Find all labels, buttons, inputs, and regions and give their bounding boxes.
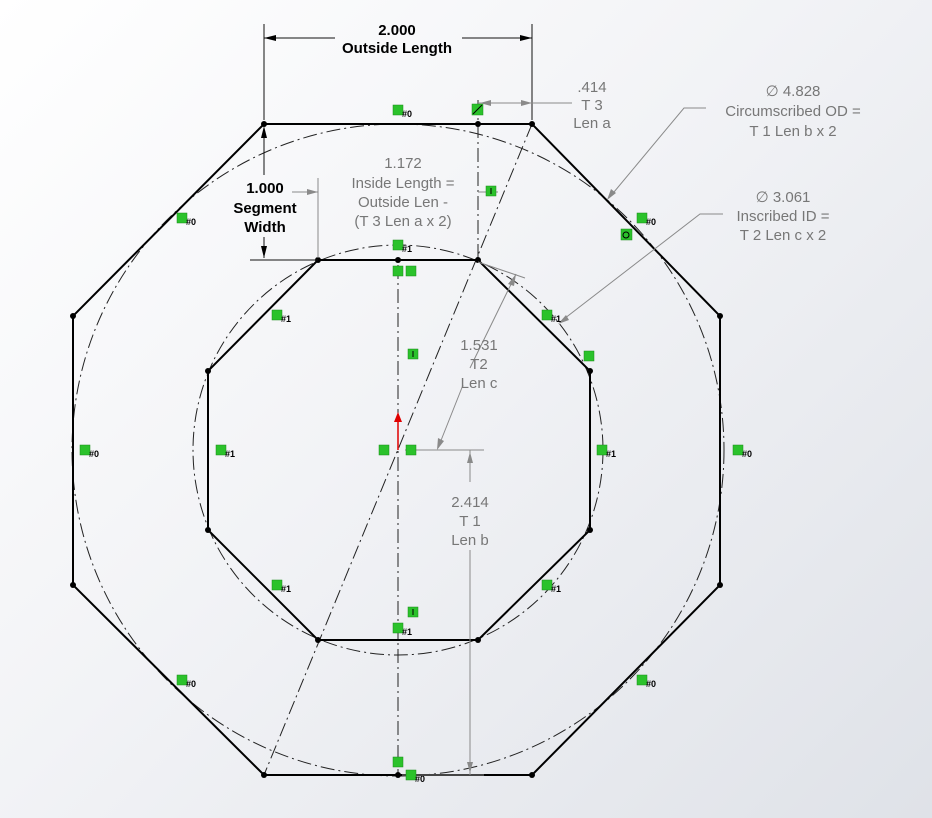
equal-relation-icon[interactable]: #0	[392, 104, 412, 119]
relation-label: #1	[551, 584, 561, 594]
dimension-t2-len-c[interactable]: 1.531 T2 Len c	[437, 261, 526, 450]
relation-label: Segment	[233, 200, 296, 217]
relation-label: 1.172	[384, 155, 422, 172]
relation-label: #0	[89, 449, 99, 459]
equal-relation-icon[interactable]: #0	[176, 212, 196, 227]
equal-relation-icon[interactable]: #1	[215, 444, 235, 459]
equal-relation-icon[interactable]: #1	[392, 239, 412, 254]
equal-relation-icon[interactable]: #0	[636, 674, 656, 689]
equal-relation-icon[interactable]: #1	[541, 309, 561, 324]
relation-label: #1	[281, 584, 291, 594]
relation-label: Len b	[451, 532, 489, 549]
relation-label: #0	[402, 109, 412, 119]
dimension-circumscribed-od[interactable]: ∅ 4.828 Circumscribed OD = T 1 Len b x 2	[607, 83, 861, 200]
relation-label: 2.000	[378, 22, 416, 39]
dimension-inscribed-id[interactable]: ∅ 3.061 Inscribed ID = T 2 Len c x 2	[558, 189, 830, 324]
coincident-relation-icon[interactable]	[471, 103, 484, 116]
relation-label: #0	[186, 679, 196, 689]
relation-markers[interactable]: #0 #0 #0 #0 #0 #0 #0 #0 #1 #1 #1 #1 #1 #…	[79, 103, 752, 784]
relation-label: Len c	[461, 375, 498, 392]
relation-label: #0	[415, 774, 425, 784]
equal-relation-icon[interactable]: #0	[405, 769, 425, 784]
relation-label: 1.531	[460, 337, 498, 354]
relation-label: T 2 Len c x 2	[740, 227, 826, 244]
dimension-inside-length[interactable]: 1.172 Inside Length = Outside Len - (T 3…	[292, 155, 498, 258]
relation-label: ∅ 4.828	[766, 83, 821, 100]
relation-label: #0	[742, 449, 752, 459]
vertical-relation-icon[interactable]	[407, 348, 419, 360]
equal-relation-icon[interactable]: #0	[176, 674, 196, 689]
coincident-relation-icon[interactable]	[583, 350, 595, 362]
relation-label: Outside Length	[342, 40, 452, 57]
relation-label: T 1 Len b x 2	[749, 123, 836, 140]
relation-label: T 3	[581, 97, 602, 114]
relation-label: Inside Length =	[351, 175, 454, 192]
relation-label: T2	[470, 356, 488, 373]
relation-label: 2.414	[451, 494, 489, 511]
relation-label: #1	[606, 449, 616, 459]
relation-label: Len a	[573, 115, 611, 132]
vertical-relation-icon[interactable]	[407, 606, 419, 618]
relation-label: #0	[646, 679, 656, 689]
equal-relation-icon[interactable]: #1	[271, 579, 291, 594]
relation-label: #0	[646, 217, 656, 227]
dimension-segment-width[interactable]: 1.000 Segment Width	[233, 126, 318, 261]
sketch-points[interactable]	[70, 121, 723, 778]
relation-label: #1	[225, 449, 235, 459]
relation-label: #1	[402, 244, 412, 254]
relation-label: Inscribed ID =	[737, 208, 830, 225]
coincident-relation-icon[interactable]	[392, 756, 404, 768]
equal-relation-icon[interactable]: #1	[392, 622, 412, 637]
coincident-relation-icon[interactable]	[392, 265, 417, 277]
relation-label: #0	[186, 217, 196, 227]
diagonal-centerline[interactable]	[263, 123, 533, 776]
relation-label: #1	[281, 314, 291, 324]
equal-relation-icon[interactable]: #1	[596, 444, 616, 459]
vertical-relation-icon[interactable]	[485, 185, 497, 197]
origin-icon	[394, 412, 402, 450]
equal-relation-icon[interactable]: #1	[541, 579, 561, 594]
relation-label: T 1	[459, 513, 480, 530]
tangent-relation-icon[interactable]	[620, 228, 633, 241]
inner-octagon[interactable]	[207, 259, 591, 641]
equal-relation-icon[interactable]: #0	[636, 212, 656, 227]
relation-label: .414	[577, 79, 606, 96]
relation-label: 1.000	[246, 180, 284, 197]
relation-label: (T 3 Len a x 2)	[354, 213, 451, 230]
dimension-outside-length[interactable]: 2.000 Outside Length	[263, 22, 533, 120]
relation-label: #1	[402, 627, 412, 637]
equal-relation-icon[interactable]: #0	[79, 444, 99, 459]
equal-relation-icon[interactable]: #0	[732, 444, 752, 459]
dimension-t1-len-b[interactable]: 2.414 T 1 Len b	[402, 449, 489, 776]
relation-label: Outside Len -	[358, 194, 448, 211]
relation-label: ∅ 3.061	[756, 189, 811, 206]
relation-label: Width	[244, 219, 286, 236]
equal-relation-icon[interactable]: #1	[271, 309, 291, 324]
coincident-relation-icon[interactable]	[378, 444, 417, 456]
dimension-t3-len-a[interactable]: .414 T 3 Len a	[478, 79, 611, 132]
relation-label: Circumscribed OD =	[725, 103, 861, 120]
relation-label: #1	[551, 314, 561, 324]
